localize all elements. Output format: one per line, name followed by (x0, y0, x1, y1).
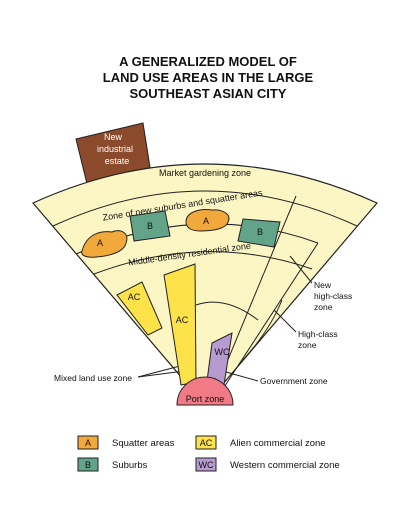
mixed-land-use-label: Mixed land use zone (54, 373, 132, 383)
squatter-tag-middle: A (203, 216, 209, 226)
squatter-area-left (81, 230, 128, 258)
estate-label-3: estate (105, 156, 130, 166)
city-fan (32, 163, 378, 406)
radial-high-class (216, 242, 319, 399)
arc-government (195, 301, 259, 321)
port-zone (176, 376, 234, 406)
legend-tag-alien: AC (200, 438, 213, 448)
market-gardening-label: Market gardening zone (159, 168, 251, 178)
suburb-tag-left: B (147, 221, 153, 231)
alien-tag-small: AC (128, 292, 141, 302)
leader-new-high-class (289, 255, 313, 284)
new-high-class-label-1: New (314, 280, 332, 290)
suburb-area-right (237, 218, 281, 248)
legend-label-alien: Alien commercial zone (230, 438, 326, 449)
title-line-3: SOUTHEAST ASIAN CITY (130, 86, 287, 101)
arc-market-gardening (52, 190, 358, 227)
legend-label-squatter: Squatter areas (112, 438, 175, 449)
new-high-class-label-3: zone (314, 302, 333, 312)
western-tag: WC (215, 347, 230, 357)
legend-tag-western: WC (199, 460, 214, 470)
high-class-label-1: High-class (298, 329, 338, 339)
estate-label-2: industrial (97, 144, 133, 154)
government-label: Government zone (260, 376, 328, 386)
squatter-tag-left: A (97, 238, 103, 248)
legend-tag-squatter: A (85, 438, 91, 448)
legend: A Squatter areas AC Alien commercial zon… (77, 435, 340, 472)
legend-swatch-western (195, 457, 217, 472)
legend-label-western: Western commercial zone (230, 460, 340, 471)
arc-high-class-zone (242, 299, 283, 361)
high-class-label-2: zone (298, 340, 317, 350)
arc-middle-density (93, 251, 313, 275)
legend-tag-suburbs: B (85, 460, 91, 470)
leader-mixed-1 (137, 365, 181, 378)
estate-label-1: New (104, 132, 123, 142)
suburb-area-left (129, 210, 171, 242)
alien-tag-large: AC (176, 315, 189, 325)
legend-label-suburbs: Suburbs (112, 460, 148, 471)
legend-swatch-suburbs (77, 457, 99, 472)
squatter-area-middle (185, 209, 230, 232)
title-line-2: LAND USE AREAS IN THE LARGE (103, 70, 314, 85)
legend-swatch-squatter (77, 435, 99, 450)
alien-commercial-zone-small (116, 281, 163, 336)
legend-swatch-alien (195, 435, 217, 450)
port-zone-label: Port zone (186, 394, 225, 404)
new-high-class-label-2: high-class (314, 291, 352, 301)
leader-government (225, 371, 259, 382)
title-line-1: A GENERALIZED MODEL OF (119, 54, 297, 69)
suburb-tag-right: B (257, 227, 263, 237)
leader-high-class (273, 309, 297, 333)
